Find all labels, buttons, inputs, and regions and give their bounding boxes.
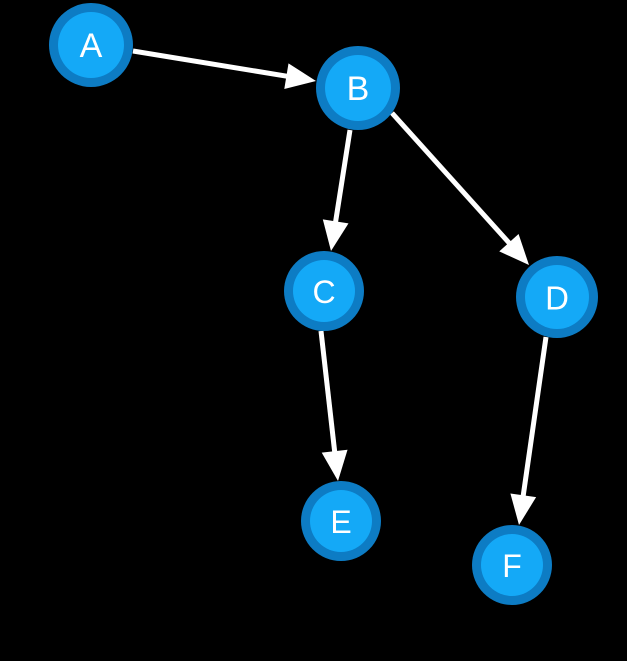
arrowhead-icon: [510, 493, 537, 525]
graph-node-a[interactable]: A: [49, 3, 133, 87]
node-fill: [58, 12, 124, 78]
arrowhead-icon: [322, 219, 349, 251]
graph-edge-a-b[interactable]: [132, 48, 316, 89]
edge-line: [318, 330, 338, 457]
node-fill: [325, 55, 391, 121]
node-fill: [481, 534, 543, 596]
graph-node-c[interactable]: C: [284, 251, 364, 331]
node-fill: [310, 490, 372, 552]
node-fill: [525, 265, 589, 329]
graph-edge-b-c[interactable]: [322, 129, 353, 251]
graph-node-d[interactable]: D: [516, 256, 598, 338]
edge-line: [132, 48, 292, 80]
nodes-layer: A B C D E F: [49, 3, 598, 605]
edge-line: [390, 111, 515, 249]
edge-line: [332, 129, 353, 227]
graph-edge-b-d[interactable]: [390, 111, 529, 265]
graph-node-b[interactable]: B: [316, 46, 400, 130]
arrowhead-icon: [321, 449, 348, 481]
arrowhead-icon: [499, 234, 529, 265]
arrowhead-icon: [284, 63, 316, 89]
edges-layer: [132, 48, 549, 525]
graph-node-e[interactable]: E: [301, 481, 381, 561]
node-fill: [293, 260, 355, 322]
edge-line: [520, 336, 549, 501]
graph-edge-d-f[interactable]: [510, 336, 549, 525]
graph-edge-c-e[interactable]: [318, 330, 348, 481]
graph-node-f[interactable]: F: [472, 525, 552, 605]
